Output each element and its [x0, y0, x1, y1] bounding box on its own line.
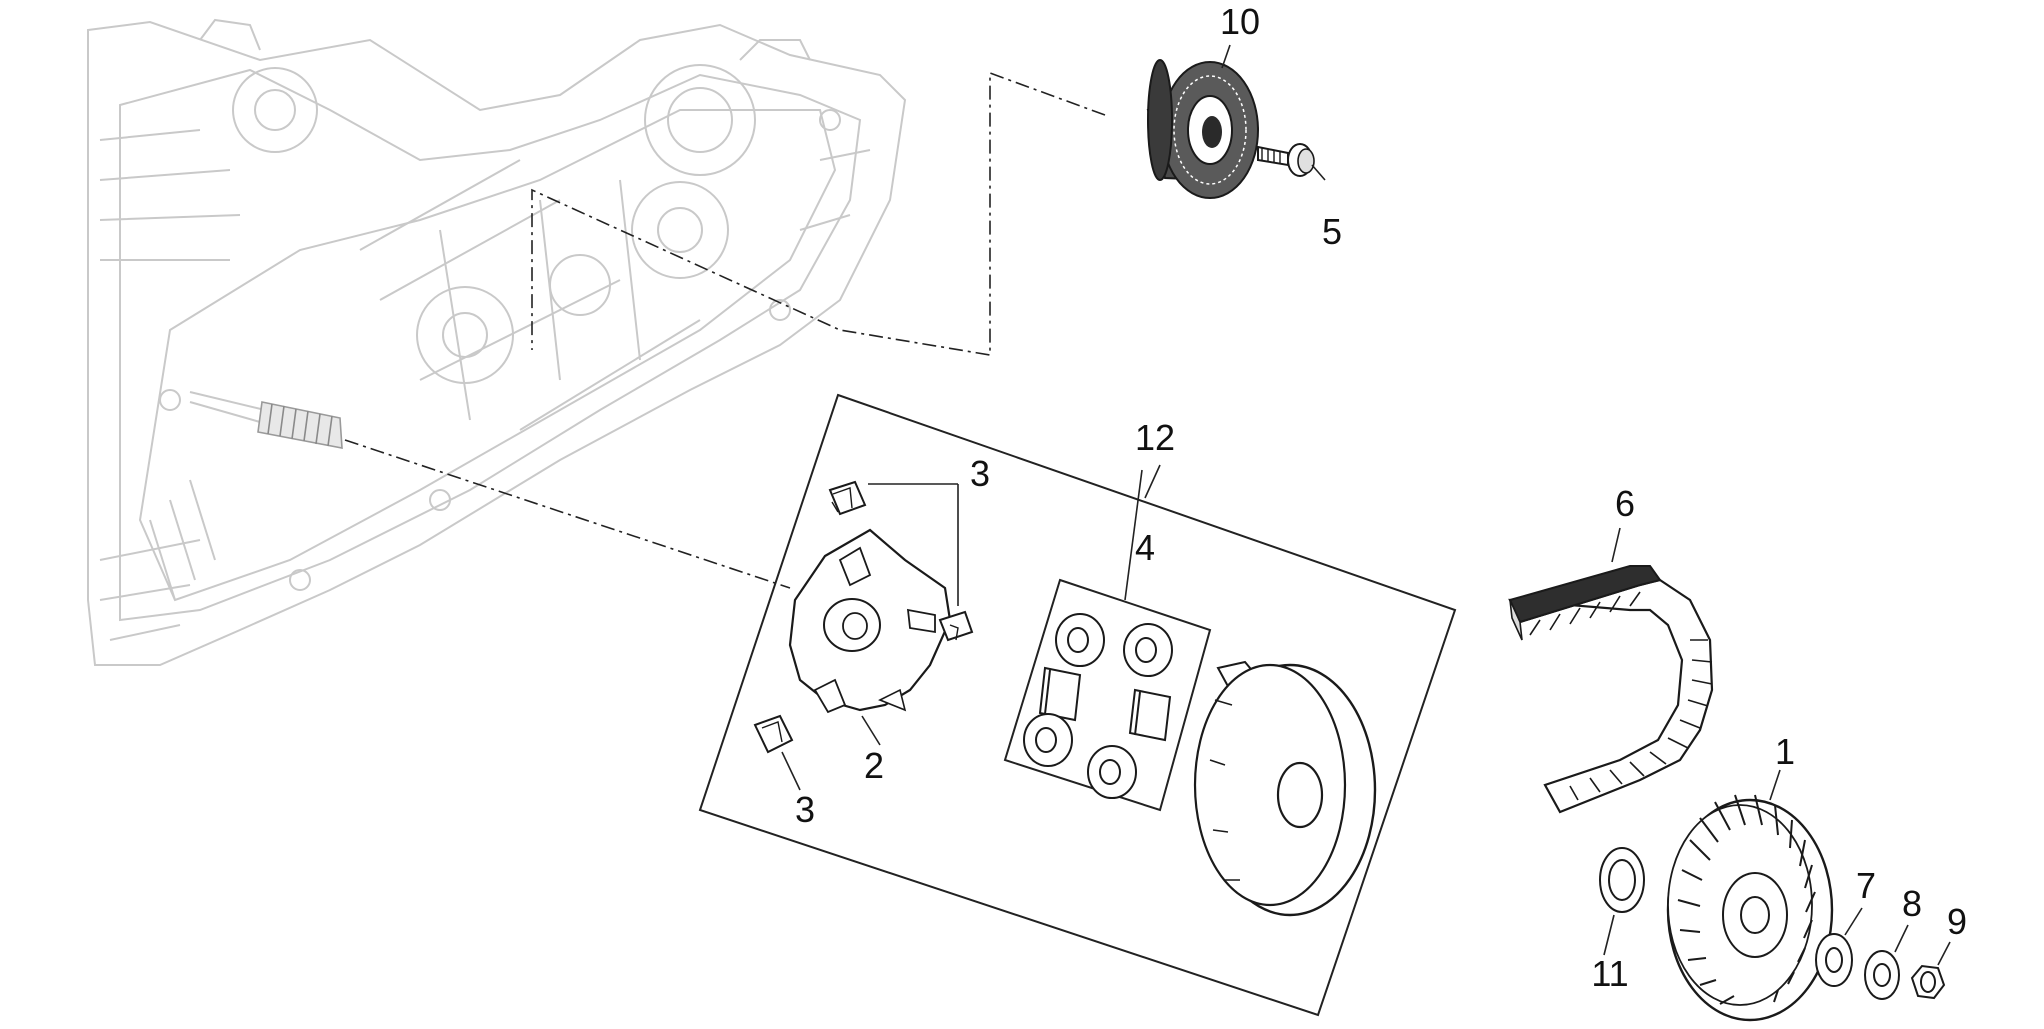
slider-right	[938, 610, 974, 642]
callout-4: 4	[1135, 527, 1155, 568]
slider-bottom	[753, 714, 794, 754]
callout-11: 11	[1591, 953, 1628, 994]
roller-2	[1123, 623, 1173, 677]
idler-pulley	[1146, 59, 1259, 199]
callout-5: 5	[1322, 211, 1342, 252]
callout-10: 10	[1220, 1, 1260, 42]
callout-7: 7	[1856, 865, 1876, 906]
nut-9	[1910, 964, 1946, 1000]
spacer-ring	[1599, 847, 1645, 913]
callout-2: 2	[864, 745, 884, 786]
fan-pulley	[1666, 794, 1834, 1022]
leader-lines	[781, 44, 1951, 966]
drive-belt	[1508, 565, 1714, 814]
variator-kit-box	[698, 393, 1457, 1017]
callout-labels: 10 5 12 3 4 2 3 6 1 11 7 8 9	[795, 1, 1967, 994]
drive-shaft	[189, 391, 343, 449]
roller-3	[1038, 666, 1082, 722]
roller-1	[1055, 613, 1105, 667]
roller-6	[1087, 745, 1137, 799]
washer-7	[1815, 933, 1853, 987]
callout-9: 9	[1947, 901, 1967, 942]
roller-4	[1128, 688, 1172, 742]
washer-8	[1864, 950, 1900, 1000]
callout-3-bottom: 3	[795, 789, 815, 830]
crankcase-cover	[87, 18, 907, 666]
ramp-plate	[788, 528, 952, 714]
roller-5	[1023, 713, 1073, 767]
callout-6: 6	[1615, 483, 1635, 524]
callout-1: 1	[1775, 731, 1795, 772]
variator-pulley	[1193, 660, 1377, 917]
alignment-lines	[344, 71, 1106, 589]
slider-top	[828, 480, 867, 516]
callout-3-top: 3	[970, 453, 990, 494]
rollers-box	[1003, 578, 1212, 812]
callout-8: 8	[1902, 883, 1922, 924]
pulley-bolt	[1257, 143, 1315, 177]
callout-12: 12	[1135, 417, 1175, 458]
